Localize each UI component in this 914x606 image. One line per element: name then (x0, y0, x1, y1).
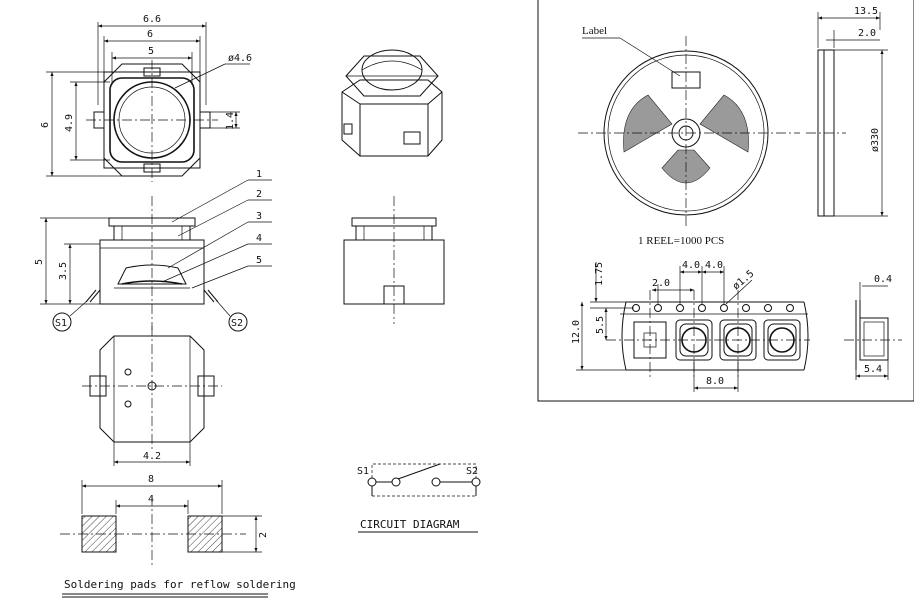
dim-4-2: 4.2 (143, 451, 161, 462)
packaging-panel-frame (537, 0, 914, 402)
dim-6: 6 (147, 29, 153, 40)
tape-dim-4-0-b: 4.0 (705, 260, 723, 271)
side-view-2 (343, 196, 445, 324)
part-4: 4 (256, 233, 262, 244)
circuit-diagram: S1 S2 CIRCUIT DIAGRAM (357, 463, 481, 533)
isometric-view (341, 49, 443, 157)
dim-5-vertical: 5 (34, 259, 45, 265)
pad-dim-4: 4 (148, 494, 154, 505)
top-view: 6.6 6 5 ø4.6 6 (40, 14, 252, 182)
circuit-s1-label: S1 (357, 466, 369, 477)
pad-dim-2: 2 (258, 532, 269, 538)
reel-label-text: Label (582, 25, 607, 37)
pad-dim-8: 8 (148, 474, 154, 485)
dim-5: 5 (148, 46, 154, 57)
dim-3-5: 3.5 (58, 262, 69, 280)
side-view: 1 2 3 4 5 5 3.5 S1 S2 (34, 169, 272, 332)
tape-dim-2-0: 2.0 (652, 278, 670, 289)
part-1: 1 (256, 169, 262, 180)
tape-dim-4-0-a: 4.0 (682, 260, 700, 271)
dim-4-9: 4.9 (64, 114, 75, 132)
reel-view: Label 1 REEL=1000 PCS 13.5 2.0 ø330 (578, 6, 888, 247)
tape-dim-12-0: 12.0 (571, 320, 582, 344)
dim-1-4: 1.4 (225, 112, 236, 130)
part-3: 3 (256, 211, 262, 222)
dim-dia-4-6: ø4.6 (228, 53, 252, 64)
reel-dim-dia-330: ø330 (870, 128, 881, 152)
reel-dim-2-0: 2.0 (858, 28, 876, 39)
terminal-s1-label: S1 (55, 318, 67, 329)
dim-6-vertical: 6 (40, 122, 51, 128)
bottom-view: 4.2 (82, 326, 222, 466)
part-5: 5 (256, 255, 262, 266)
tape-dim-5-5: 5.5 (595, 316, 606, 334)
tape-dim-8-0: 8.0 (706, 376, 724, 387)
reel-dim-13-5: 13.5 (854, 6, 878, 17)
tape-dim-dia-1-5: ø1.5 (731, 268, 757, 292)
circuit-s2-label: S2 (466, 466, 478, 477)
soldering-pads: 8 4 2 Soldering pads for reflow solderin… (60, 474, 296, 598)
tape-dim-5-4: 5.4 (864, 364, 882, 375)
tape-dim-1-75: 1.75 (594, 262, 605, 286)
tape-dim-0-4: 0.4 (874, 274, 892, 285)
dim-6-6: 6.6 (143, 14, 161, 25)
terminal-s2-label: S2 (231, 318, 243, 329)
tape-view: 4.0 4.0 2.0 ø1.5 1.75 5.5 12.0 8.0 0.4 5… (571, 260, 902, 392)
circuit-caption: CIRCUIT DIAGRAM (360, 518, 460, 531)
reel-quantity: 1 REEL=1000 PCS (638, 235, 724, 247)
pads-caption: Soldering pads for reflow soldering (64, 578, 296, 591)
part-2: 2 (256, 189, 262, 200)
